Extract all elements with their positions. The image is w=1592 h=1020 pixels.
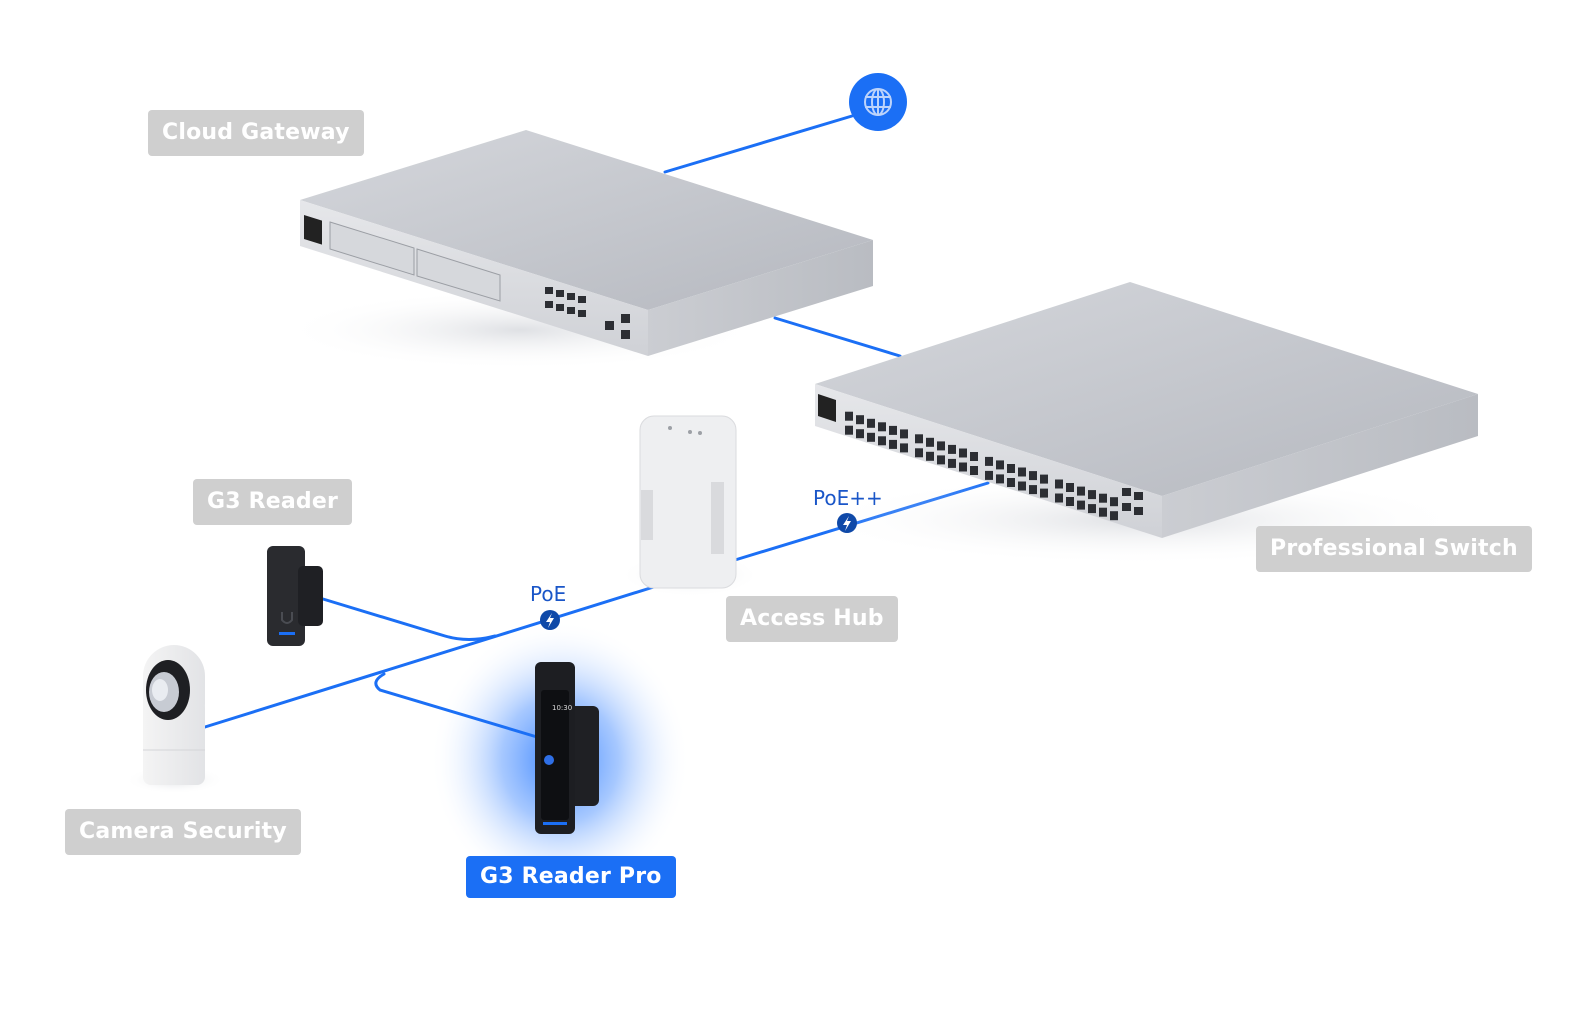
switch-port	[1099, 507, 1107, 517]
switch-port	[996, 460, 1004, 470]
switch-port	[1040, 474, 1048, 484]
switch-port	[948, 444, 956, 454]
camera-security-device[interactable]	[125, 645, 225, 794]
wire-gateway-switch	[773, 316, 902, 358]
switch-port	[915, 434, 923, 444]
access-hub-device[interactable]	[620, 415, 760, 597]
wire-g3-reader	[321, 597, 497, 641]
switch-port	[970, 466, 978, 475]
label-access-hub[interactable]: Access Hub	[726, 596, 898, 642]
switch-port	[1018, 467, 1026, 477]
switch-port	[1018, 481, 1026, 491]
label-g3-reader-pro[interactable]: G3 Reader Pro	[466, 856, 676, 898]
switch-port	[1077, 486, 1085, 496]
switch-port	[1029, 485, 1037, 495]
switch-port	[915, 448, 923, 458]
switch-port	[926, 451, 934, 461]
switch-port	[1029, 471, 1037, 481]
switch-port	[867, 418, 875, 428]
switch-port	[889, 425, 897, 435]
switch-port	[1066, 497, 1074, 506]
internet-node[interactable]	[849, 73, 907, 131]
globe-icon	[864, 88, 892, 116]
switch-port	[1066, 483, 1074, 492]
switch-port	[878, 436, 886, 446]
switch-ports	[845, 411, 1118, 521]
switch-port	[889, 439, 897, 449]
switch-port	[1110, 497, 1118, 507]
switch-port	[1007, 478, 1015, 487]
poe-plus-plus-label: PoE++	[813, 486, 883, 510]
switch-port	[970, 452, 978, 461]
switch-port	[856, 415, 864, 425]
switch-port	[1055, 493, 1063, 503]
switch-port	[1077, 500, 1085, 510]
switch-port	[900, 443, 908, 453]
switch-port	[845, 411, 853, 421]
switch-port	[856, 429, 864, 439]
poe-plus-plus-badge	[837, 513, 857, 533]
lightning-icon	[843, 516, 851, 531]
switch-port	[985, 470, 993, 480]
poe-label: PoE	[530, 582, 567, 606]
label-camera-security[interactable]: Camera Security	[65, 809, 301, 855]
label-g3-reader[interactable]: G3 Reader	[193, 479, 353, 525]
switch-port	[1055, 479, 1063, 489]
switch-port	[959, 462, 967, 472]
switch-port	[1088, 504, 1096, 514]
switch-port	[926, 437, 934, 447]
lightning-icon	[546, 613, 554, 628]
switch-port	[937, 441, 945, 451]
switch-port	[1040, 488, 1048, 498]
switch-port	[867, 432, 875, 442]
switch-port	[996, 474, 1004, 484]
switch-port	[1099, 493, 1107, 503]
wire-hub-camera	[203, 578, 678, 729]
cloud-gateway-device[interactable]	[280, 130, 873, 370]
switch-port	[937, 455, 945, 465]
switch-port	[985, 456, 993, 466]
poe-badge	[540, 610, 560, 630]
switch-port	[1110, 511, 1118, 521]
wire-internet-gateway	[663, 114, 854, 174]
switch-port	[845, 425, 853, 435]
reader-pro-screen-time: 10:30	[552, 704, 572, 712]
switch-port	[959, 448, 967, 458]
switch-port	[878, 422, 886, 432]
switch-port	[1007, 464, 1015, 473]
g3-reader-device[interactable]	[267, 546, 323, 646]
g3-reader-pro-device[interactable]: 10:30	[535, 662, 599, 834]
switch-port	[1088, 490, 1096, 500]
switch-port	[948, 458, 956, 468]
wire-g3-reader-pro	[374, 672, 539, 739]
switch-port	[900, 429, 908, 439]
label-cloud-gateway[interactable]: Cloud Gateway	[148, 110, 364, 156]
label-professional-switch[interactable]: Professional Switch	[1256, 526, 1532, 572]
professional-switch-device[interactable]	[810, 282, 1478, 565]
